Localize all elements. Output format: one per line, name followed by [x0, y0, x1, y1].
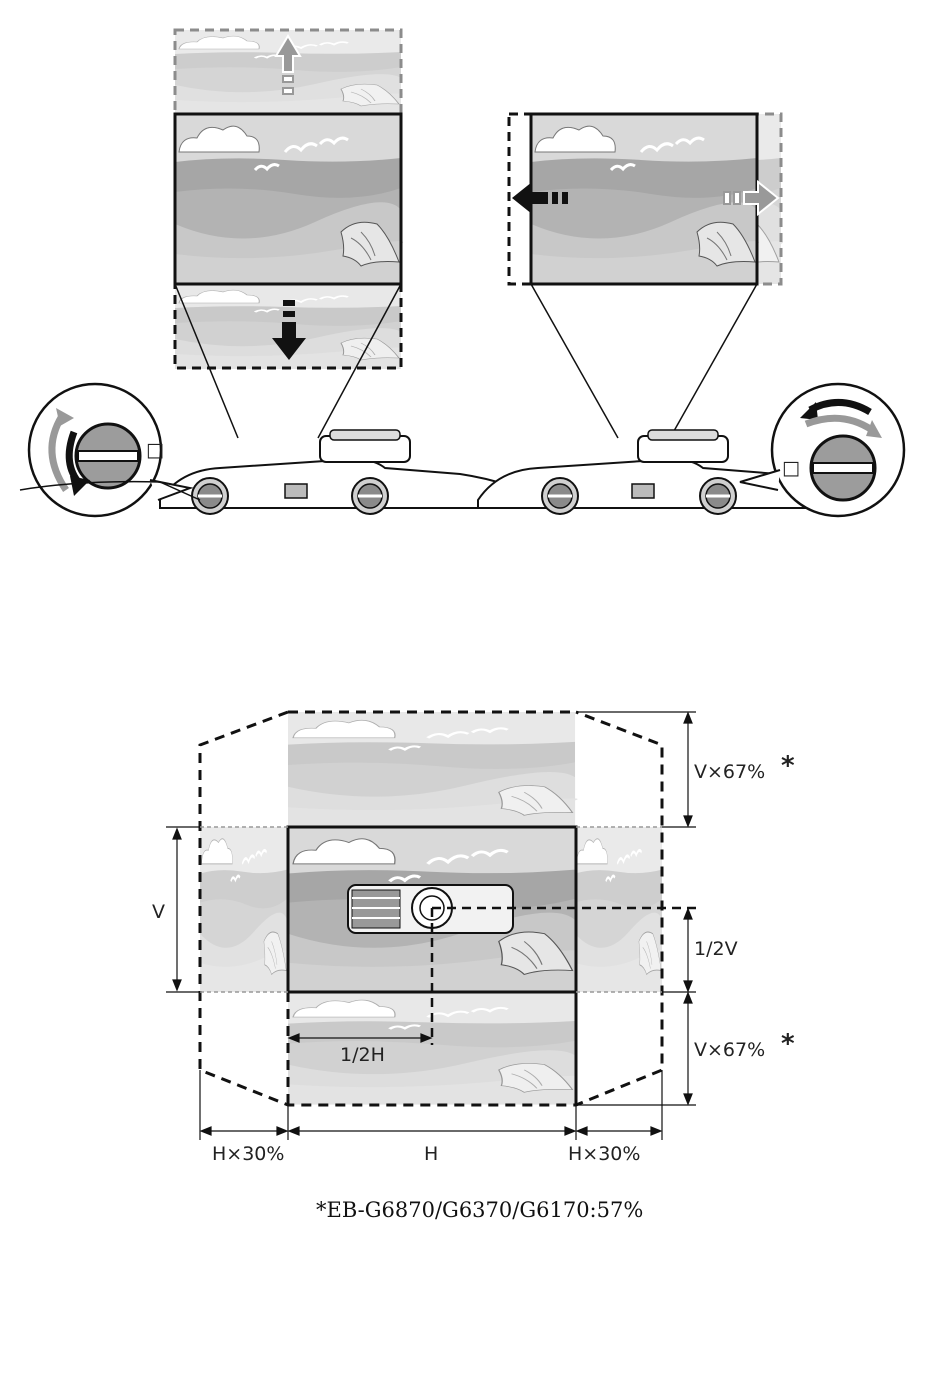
horizontal-shift-dial-icon [811, 436, 875, 500]
label-h: H [424, 1143, 438, 1165]
vertical-lens-knob[interactable] [192, 478, 228, 514]
svg-text:□: □ [146, 439, 164, 461]
footnote: *EB-G6870/G6370/G6170:57% [316, 1198, 643, 1222]
label-v67-bottom: V×67% [694, 1039, 765, 1061]
vertical-lens-knob-2[interactable] [542, 478, 578, 514]
label-half-v: 1/2V [694, 938, 738, 960]
label-h30-left: H×30% [212, 1143, 284, 1165]
horizontal-lens-knob-2[interactable] [700, 478, 736, 514]
label-v67-top: V×67% [694, 761, 765, 783]
vertical-shift-illustration: □ [20, 30, 540, 516]
projector-top-view [348, 885, 513, 933]
asterisk-top: * [781, 751, 795, 781]
svg-text:□: □ [782, 457, 800, 479]
horizontal-lens-knob[interactable] [352, 478, 388, 514]
vertical-shift-dial-icon [76, 424, 140, 488]
projected-image [175, 114, 403, 284]
shift-range-diagram: V V×67% * 1/2V V×67% * 1/2H H×30% H H×30… [152, 712, 795, 1165]
label-v: V [152, 901, 165, 923]
label-h30-right: H×30% [568, 1143, 640, 1165]
horizontal-shift-illustration: □ [478, 114, 904, 516]
label-half-h: 1/2H [340, 1044, 385, 1066]
vertical-shift-dial-zoom: □ [29, 384, 190, 516]
asterisk-bottom: * [781, 1029, 795, 1059]
